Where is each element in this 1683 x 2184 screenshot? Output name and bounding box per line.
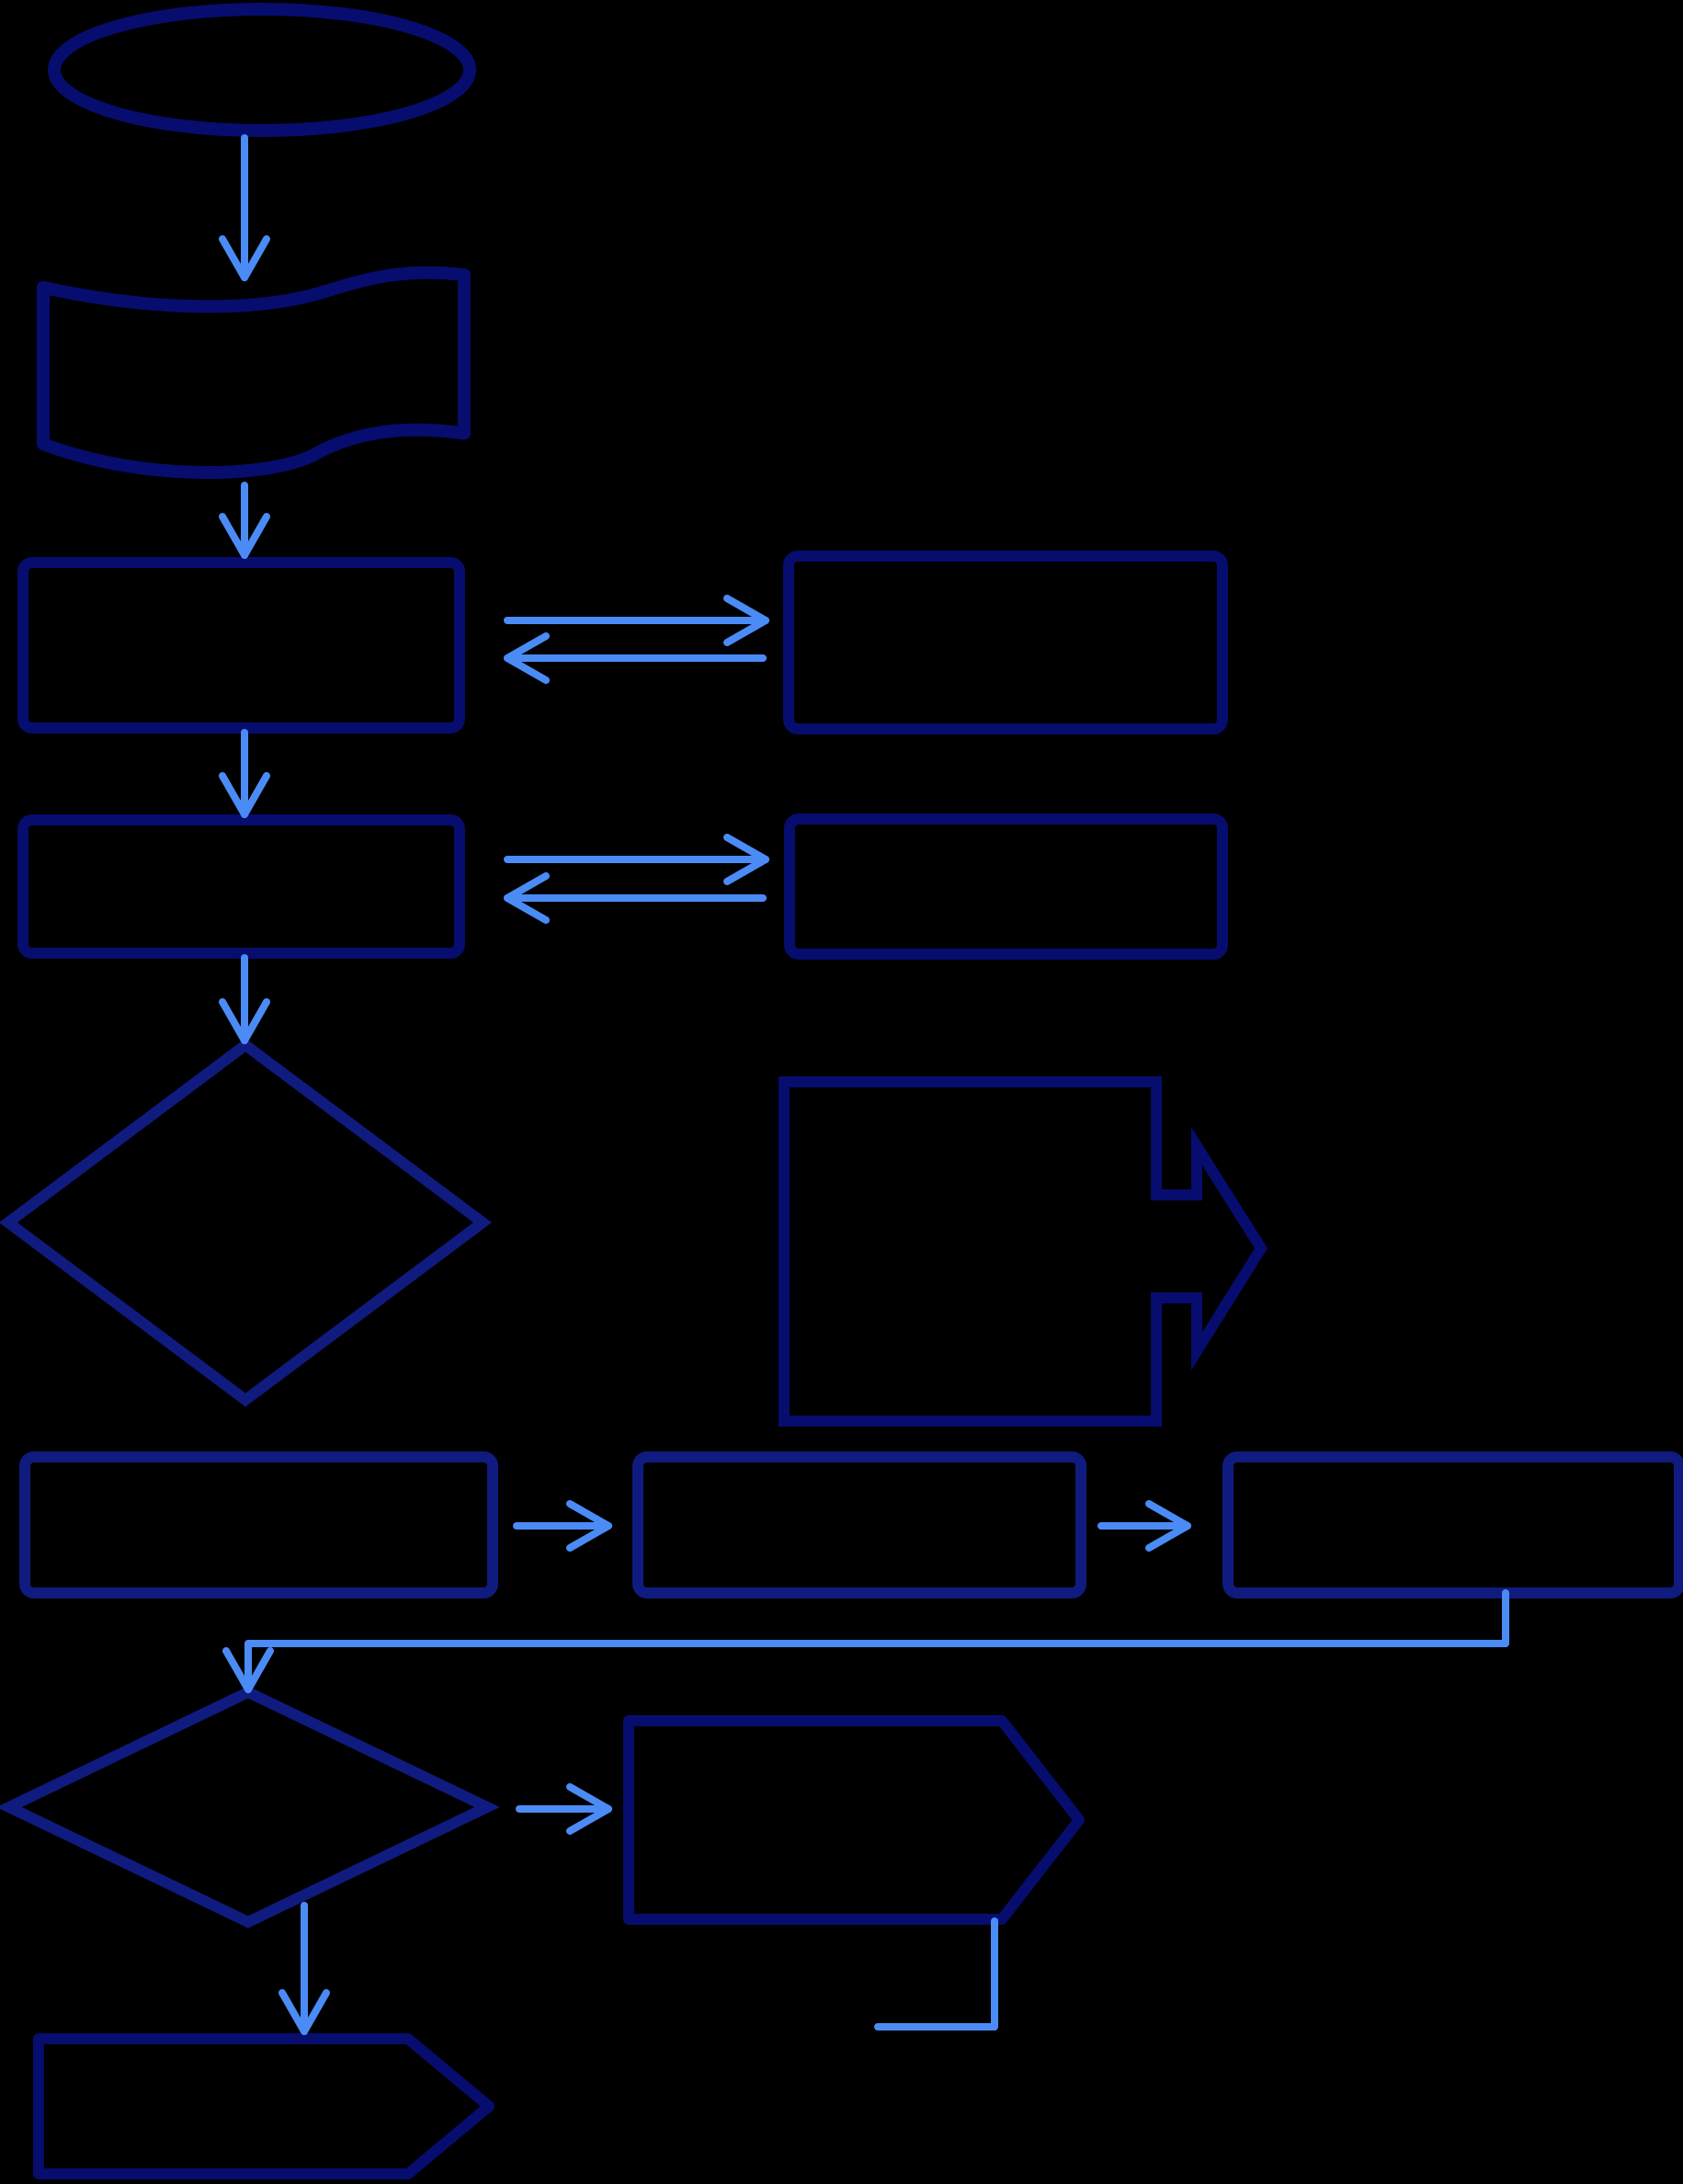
double-arrow-1-left [504, 632, 767, 684]
arrow-diamond2-down [279, 1902, 330, 2035]
arrow-ellipse-to-document-arrowhead-icon [219, 235, 270, 281]
elbow-rect3-to-diamond2 [222, 1589, 1509, 1693]
row-arrow-1 [513, 1500, 612, 1552]
decision-diamond-2 [0, 1686, 500, 1928]
double-arrow-2-left-arrowhead-icon [504, 872, 550, 924]
pentagon-connector-elbow-line [874, 1917, 998, 2030]
process-rect-right-1 [783, 551, 1228, 734]
process-rect-right-2 [784, 813, 1228, 960]
signal-pentagon-bottom [33, 2033, 495, 2179]
double-arrow-2-left [504, 872, 767, 924]
double-arrow-2-right-arrowhead-icon [723, 834, 769, 885]
document-shape [37, 266, 471, 480]
process-rect-left-2 [17, 814, 465, 959]
arrow-rect2-to-diamond1-arrowhead-icon [219, 998, 270, 1044]
arrow-document-to-rect1-arrowhead-icon [219, 513, 270, 559]
arrow-rect2-to-diamond1 [219, 954, 270, 1044]
row-arrow-2-arrowhead-icon [1145, 1500, 1191, 1552]
arrow-diamond2-down-arrowhead-icon [279, 1989, 330, 2035]
arrow-diamond2-to-pentagon [516, 1783, 612, 1835]
signal-pentagon-middle [623, 1715, 1085, 1925]
decision-diamond-1 [0, 1038, 493, 1407]
start-ellipse [48, 3, 476, 137]
row-rect-3 [1222, 1451, 1683, 1598]
double-arrow-1-right-arrowhead-icon [723, 595, 769, 646]
double-arrow-1-right [504, 595, 769, 646]
row-arrow-2 [1097, 1500, 1191, 1552]
pentagon-connector-elbow [874, 1917, 998, 2030]
arrow-rect1-to-rect2 [219, 729, 270, 818]
elbow-rect3-to-diamond2-arrowhead-icon [222, 1647, 274, 1693]
arrow-diamond2-to-pentagon-arrowhead-icon [566, 1783, 612, 1835]
process-rect-left-1 [17, 557, 465, 734]
arrow-document-to-rect1 [219, 482, 270, 559]
row-arrow-1-arrowhead-icon [566, 1500, 612, 1552]
row-rect-1 [19, 1451, 498, 1598]
arrow-ellipse-to-document [219, 134, 270, 281]
box-with-arrow [779, 1076, 1268, 1427]
row-rect-2 [632, 1451, 1086, 1598]
elbow-rect3-to-diamond2-line [244, 1589, 1509, 1693]
double-arrow-1-left-arrowhead-icon [504, 632, 550, 684]
arrow-rect1-to-rect2-arrowhead-icon [219, 772, 270, 818]
double-arrow-2-right [504, 834, 769, 885]
